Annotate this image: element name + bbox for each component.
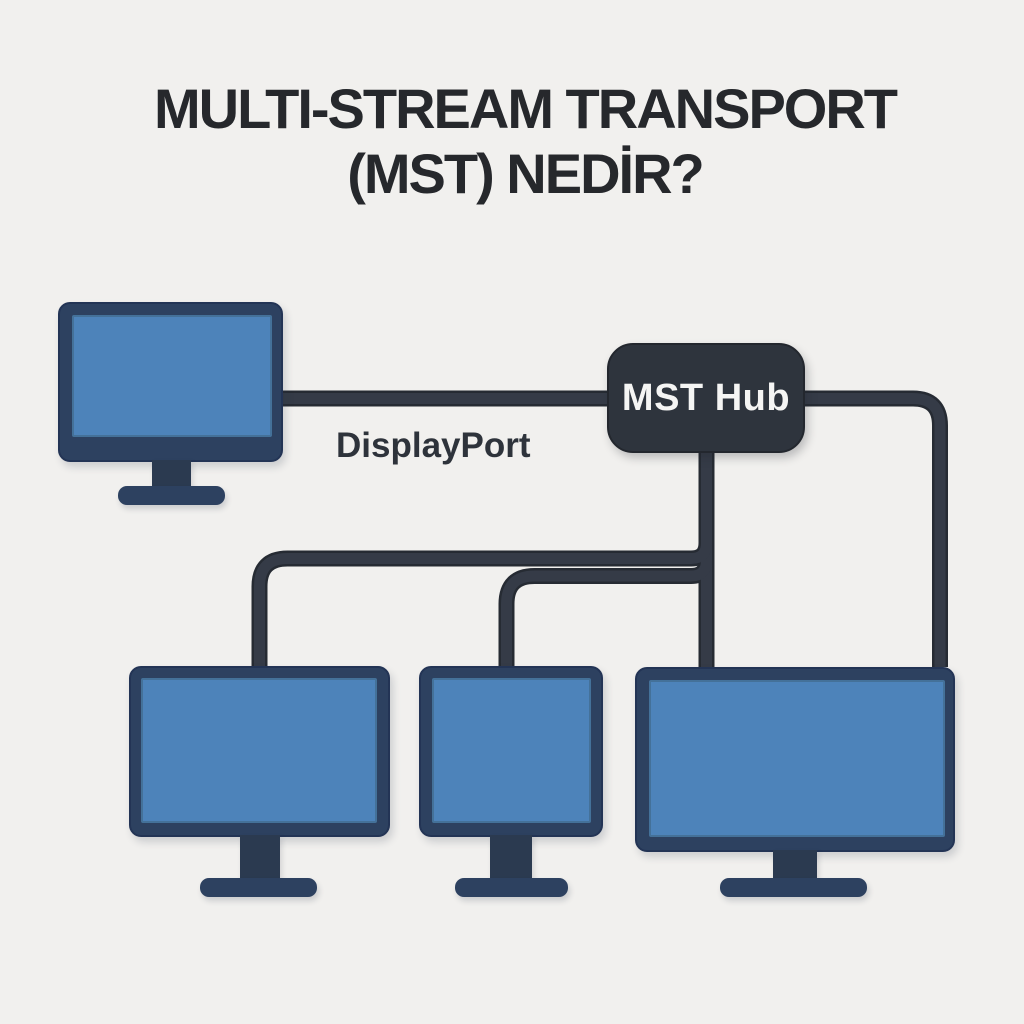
title-line-2: (MST) NEDİR? <box>347 142 705 205</box>
display-2-screen <box>432 678 591 823</box>
display-3-stand-neck <box>773 850 817 883</box>
page-title: MULTI-STREAM TRANSPORT (MST) NEDİR? <box>40 76 1010 206</box>
display-1-stand-neck <box>240 835 280 881</box>
title-line-1: MULTI-STREAM TRANSPORT <box>154 77 898 140</box>
displayport-label: DisplayPort <box>336 426 531 465</box>
source-computer-screen <box>72 315 272 437</box>
cable-branch-left <box>254 542 712 666</box>
display-2-stand-neck <box>490 835 532 881</box>
source-computer-stand-base <box>118 486 225 505</box>
display-3-stand-base <box>720 878 867 897</box>
mst-hub-label: MST Hub <box>621 376 791 419</box>
cable-hub-right-outline <box>805 390 948 667</box>
display-3-screen <box>649 680 945 837</box>
display-1-screen <box>141 678 377 823</box>
display-2-stand-base <box>455 878 568 897</box>
cable-branch-middle <box>501 560 712 666</box>
display-1-stand-base <box>200 878 317 897</box>
source-computer-stand-neck <box>152 460 191 489</box>
cable-hub-right <box>805 393 946 667</box>
mst-hub-box: MST Hub <box>607 343 805 453</box>
